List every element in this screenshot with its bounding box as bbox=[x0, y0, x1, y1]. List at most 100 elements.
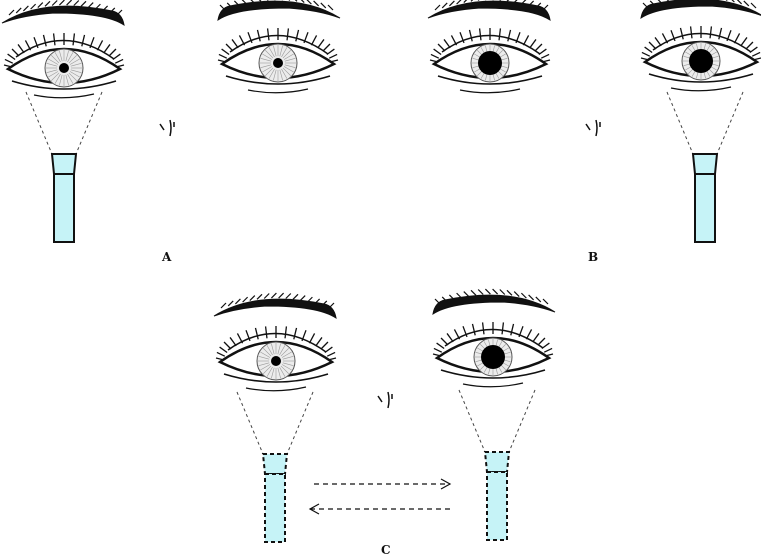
eyelash bbox=[286, 28, 290, 41]
panel-c bbox=[213, 288, 556, 543]
iris-fiber bbox=[263, 348, 272, 357]
eyelash bbox=[219, 346, 228, 354]
eyebrow-hair bbox=[299, 295, 306, 301]
eyelash bbox=[507, 29, 512, 42]
eyelash bbox=[315, 337, 323, 347]
iris-fiber bbox=[273, 69, 277, 81]
eyebrow-hair bbox=[44, 0, 51, 7]
eyelid-crease bbox=[652, 32, 752, 53]
eyebrow-hair bbox=[249, 295, 256, 301]
eyebrow-hair bbox=[8, 9, 15, 16]
eyelash bbox=[317, 39, 325, 49]
eyelash bbox=[328, 53, 338, 59]
eyebrow-icon bbox=[217, 0, 341, 22]
iris-fiber bbox=[262, 66, 273, 73]
eyebrow-hair bbox=[321, 300, 328, 307]
lower-lid-line bbox=[247, 88, 309, 94]
eyelash bbox=[440, 337, 449, 346]
eyebrow-hair bbox=[256, 293, 263, 300]
iris-fiber bbox=[59, 50, 63, 62]
iris-fiber bbox=[65, 74, 69, 86]
eyelash bbox=[11, 48, 20, 57]
eyebrow-hair bbox=[219, 4, 226, 11]
iris-fiber bbox=[279, 366, 286, 377]
panel-label-b: B bbox=[588, 250, 599, 264]
eyelash bbox=[679, 27, 684, 40]
iris-fiber bbox=[280, 365, 289, 374]
eyelid-crease bbox=[441, 34, 541, 55]
eyebrow-hair bbox=[327, 4, 334, 11]
eyelash bbox=[7, 53, 16, 61]
sight-line bbox=[75, 91, 103, 155]
eyelash bbox=[654, 37, 662, 47]
eyebrow-hair bbox=[58, 0, 65, 6]
eyebrow-hair bbox=[528, 294, 535, 301]
iris-fiber bbox=[263, 365, 272, 374]
iris-fiber bbox=[279, 69, 283, 81]
eyebrow-hair bbox=[292, 293, 299, 300]
occluder-icon bbox=[50, 153, 78, 175]
eyelash bbox=[709, 26, 713, 39]
iris-fiber bbox=[281, 351, 292, 358]
occluder-icon bbox=[483, 451, 511, 473]
nose-icon bbox=[387, 391, 393, 409]
eyelash bbox=[436, 342, 445, 350]
eyebrow-hair bbox=[263, 293, 270, 299]
eyelash bbox=[481, 322, 485, 335]
lower-lid-line bbox=[223, 373, 329, 383]
iris-fiber bbox=[59, 74, 63, 86]
eyebrow-hair bbox=[731, 0, 735, 3]
iris-fiber bbox=[65, 50, 69, 62]
nose-icon bbox=[169, 119, 175, 137]
eyebrow-hair bbox=[535, 296, 542, 303]
eyelash bbox=[740, 37, 748, 47]
panel-b bbox=[427, 0, 761, 243]
pupil bbox=[273, 58, 283, 68]
iris-fiber bbox=[279, 45, 283, 57]
iris-fiber bbox=[70, 63, 82, 67]
eyebrow-hair bbox=[520, 292, 527, 299]
eyebrow-hair bbox=[484, 288, 491, 295]
eyelash bbox=[52, 33, 56, 46]
iris-fiber bbox=[260, 364, 271, 371]
eyebrow-hair bbox=[102, 5, 109, 12]
eyelash bbox=[498, 28, 502, 41]
eyelash bbox=[644, 46, 653, 54]
lower-lid-line bbox=[11, 80, 117, 90]
eyebrow-hair bbox=[520, 0, 527, 5]
eyebrow-hair bbox=[528, 0, 535, 7]
iris-fiber bbox=[260, 64, 272, 68]
eyebrow-hair bbox=[314, 298, 321, 305]
eyebrow-hair bbox=[499, 289, 506, 295]
nose-icon bbox=[159, 123, 165, 131]
eyelash bbox=[543, 347, 553, 353]
eyebrow-hair bbox=[306, 296, 313, 303]
sight-line bbox=[458, 389, 486, 453]
eyebrow-hair bbox=[270, 292, 277, 299]
iris-fiber bbox=[46, 69, 58, 73]
eyebrow-hair bbox=[87, 2, 94, 8]
lower-lid-line bbox=[462, 382, 524, 388]
eyelash bbox=[718, 27, 723, 40]
eyebrow-hair bbox=[506, 289, 513, 296]
eyelash bbox=[501, 322, 505, 335]
eyebrow-hair bbox=[250, 0, 255, 3]
eyelash bbox=[641, 51, 651, 57]
lower-lid-line bbox=[33, 93, 95, 99]
eyelash bbox=[266, 28, 270, 41]
eyelash bbox=[648, 41, 657, 50]
eyebrow-hair bbox=[448, 294, 455, 301]
eyelash bbox=[446, 333, 454, 343]
eyelash bbox=[522, 35, 530, 46]
eyebrow-hair bbox=[642, 2, 649, 9]
eyebrow-hair bbox=[242, 296, 249, 303]
eyelash bbox=[96, 40, 104, 51]
lower-lid-line bbox=[648, 73, 754, 83]
iris-fiber bbox=[54, 73, 61, 84]
eyelash bbox=[42, 34, 47, 47]
iris-fiber bbox=[284, 58, 296, 62]
iris-fiber bbox=[271, 343, 275, 355]
eyelash bbox=[225, 43, 234, 52]
occluder-icon bbox=[694, 173, 716, 243]
